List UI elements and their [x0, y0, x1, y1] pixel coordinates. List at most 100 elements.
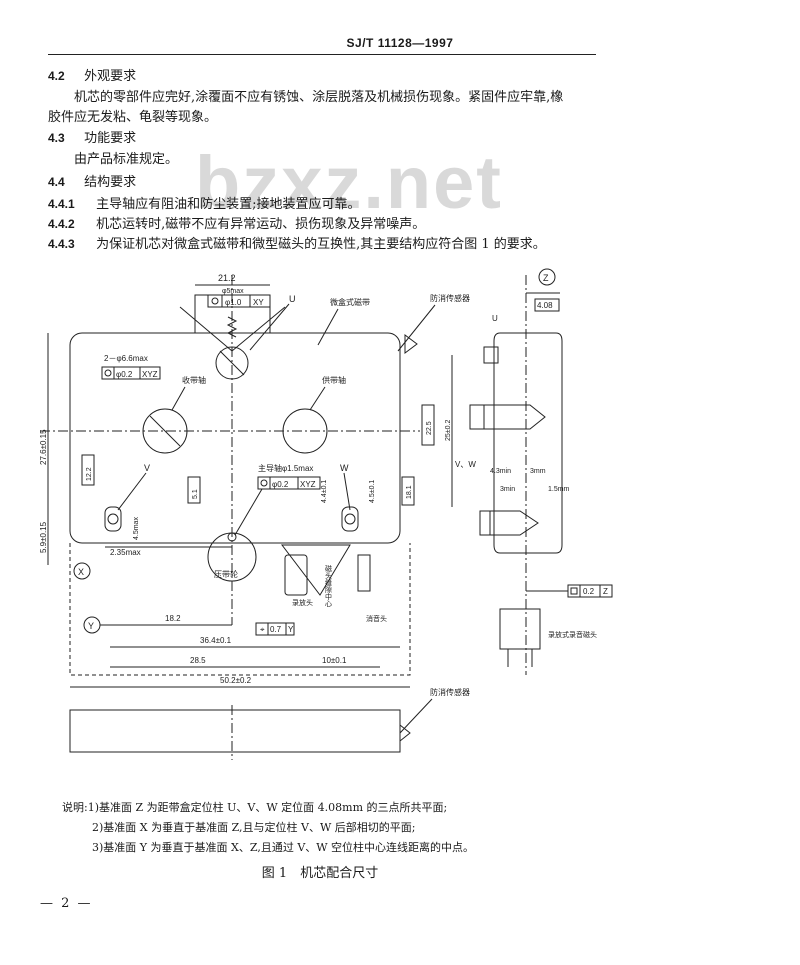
tolerance-frame-2 [101, 366, 161, 380]
position-symbol-icon [104, 369, 112, 377]
section-4-2-text-2: 胶件应无发粘、龟裂等现象。 [48, 110, 218, 125]
dim-box-22-5 [421, 404, 435, 446]
side-U-post [483, 346, 499, 364]
label-sensor-bottom: 防消传感器 [430, 687, 470, 697]
leader-sensor [397, 304, 436, 352]
tol-ref: XYZ [300, 480, 316, 489]
section-number: 4.4 [48, 175, 65, 189]
section-title: 外观要求 [84, 69, 137, 84]
bottom-view [69, 709, 401, 753]
watermark: bzxz.net [195, 141, 503, 224]
dim-3mm: 3mm [530, 468, 546, 475]
locator-W [341, 506, 359, 532]
label-pinch-roller: 压带轮 [214, 569, 238, 579]
locator-U-hatch [219, 350, 245, 376]
rec-head [284, 554, 308, 596]
leader-sensor-bottom [399, 698, 433, 734]
tol-value: 0.7 [270, 625, 282, 634]
position-symbol-icon [211, 297, 219, 305]
dim-phi6: 2－φ6.6max [104, 354, 148, 363]
dim-4-3: 4.3min [490, 468, 511, 475]
datum-X [73, 562, 91, 580]
shaft-mark [149, 415, 181, 447]
side-shaft-upper [469, 404, 546, 430]
dim-28-5: 28.5 [190, 656, 206, 665]
dim-4-5: 4.5max [133, 517, 140, 540]
symbol-icon [570, 587, 578, 595]
position-symbol-icon [260, 479, 268, 487]
label-capstan: 主导轴φ1.5max [258, 463, 313, 473]
section-number: 4.2 [48, 69, 65, 83]
section-number: 4.4.3 [48, 237, 75, 251]
tol-ref: Z [603, 587, 608, 596]
dim-phi5: φ5max [222, 288, 244, 295]
datum-Z [538, 268, 556, 286]
side-rec-head [499, 608, 541, 650]
leader-U [249, 303, 290, 351]
section-4-4-3: 4.4.3 为保证机芯对微盒式磁带和微型磁头的互换性,其主要结构应符合图 1 的… [48, 234, 608, 255]
label-U: U [289, 294, 296, 304]
side-view-outline [493, 332, 563, 554]
leader-cassette [317, 308, 339, 346]
leader-V [117, 472, 147, 511]
label-U-side: U [492, 314, 498, 323]
section-title: 结构要求 [84, 175, 137, 190]
tol-ref: XY [253, 298, 264, 307]
dim-4-5b: 4.5±0.1 [369, 480, 376, 503]
leader-supply [309, 386, 326, 411]
label-erase-head: 消音头 [366, 614, 387, 623]
label-cassette: 微盒式磁带 [330, 297, 370, 307]
dim-box-12-2 [81, 454, 95, 486]
dim-12-2: 12.2 [86, 467, 93, 481]
dim-50-2: 50.2±0.2 [220, 676, 252, 685]
dim-5-9: 5.9±0.15 [39, 521, 48, 553]
section-4-3-heading: 4.3 功能要求 [48, 128, 608, 149]
section-4-2-heading: 4.2 外观要求 [48, 66, 608, 87]
leader-takeup [171, 386, 186, 411]
main-plate-outline [69, 332, 401, 544]
dim-box-5-1 [187, 476, 201, 504]
spring-icon [226, 316, 238, 338]
locator-V-hole [107, 513, 119, 525]
section-4-4-1: 4.4.1 主导轴应有阻油和防尘装置;接地装置应可靠。 [48, 194, 608, 215]
locator-V [104, 506, 122, 532]
sensor-symbol-icon [399, 723, 411, 743]
pinch-roller [207, 532, 257, 582]
dim-22-5: 22.5 [426, 421, 433, 435]
sensor-symbol-icon [404, 334, 418, 354]
label-takeup: 收带轴 [182, 375, 206, 385]
dim-3min: 3min [500, 486, 515, 493]
dim-10: 10±0.1 [322, 656, 347, 665]
note-2: 2)基准面 X 为垂直于基准面 Z,且与定位柱 V、W 后部相切的平面; [92, 821, 416, 834]
section-number: 4.3 [48, 131, 65, 145]
section-text: 机芯运转时,磁带不应有异常运动、损伤现象及异常噪声。 [96, 217, 426, 232]
tol-value: φ0.2 [116, 370, 133, 379]
section-title: 功能要求 [84, 131, 137, 146]
tolerance-frame-1 [207, 294, 271, 308]
label-VW: V、W [455, 460, 476, 469]
label-sensor: 防消传感器 [430, 293, 470, 303]
section-number: 4.4.2 [48, 217, 75, 231]
label-W: W [340, 463, 349, 473]
page-number: — 2 — [40, 896, 93, 911]
takeup-shaft [142, 408, 188, 454]
section-4-4-2: 4.4.2 机芯运转时,磁带不应有异常运动、损伤现象及异常噪声。 [48, 214, 608, 235]
dim-2-35: 2.35max [110, 548, 141, 557]
note-3: 3)基准面 Y 为垂直于基准面 X、Z,且通过 V、W 空位柱中心连线距离的中点… [92, 841, 475, 854]
label-Z: Z [543, 273, 549, 283]
dim-27-6: 27.6±0.15 [39, 429, 48, 465]
label-head-center: 磁头缝隙中心 [325, 564, 333, 607]
dim-21-2: 21.2 [218, 273, 236, 283]
figure-caption: 图 1 机芯配合尺寸 [261, 866, 379, 881]
tol-value: 0.2 [583, 587, 595, 596]
section-4-4-heading: 4.4 结构要求 [48, 172, 608, 193]
label-Y: Y [88, 621, 94, 631]
tolerance-frame-4 [255, 622, 295, 636]
side-shaft-cap [469, 404, 485, 430]
tolerance-frame-3 [257, 476, 321, 490]
supply-shaft [282, 408, 328, 454]
dim-box-18-1 [401, 476, 415, 506]
dim-5-1: 5.1 [192, 489, 199, 499]
leader-capstan [234, 488, 263, 536]
label-supply: 供带轴 [322, 375, 346, 385]
